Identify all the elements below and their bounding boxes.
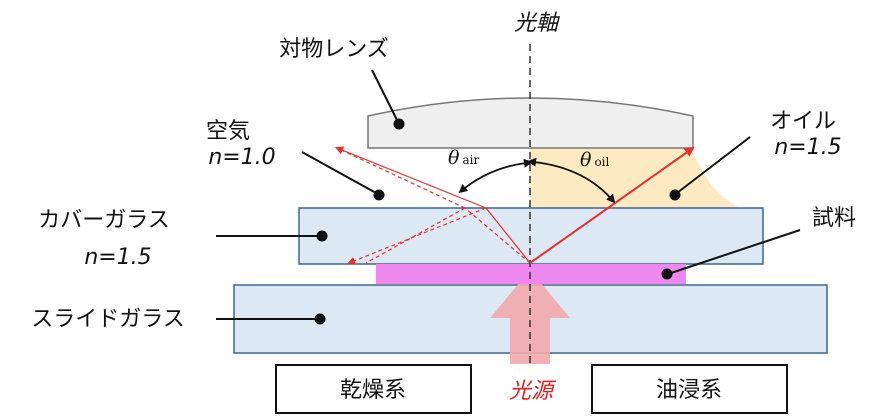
oil-label: オイル [770, 109, 836, 134]
objective-lens [367, 97, 694, 149]
cover-n-label: n=1.5 [84, 245, 151, 270]
oil-n-label: n=1.5 [774, 135, 841, 160]
leader-sample [667, 229, 801, 275]
cover-glass [298, 207, 764, 265]
oil-system-box [591, 364, 788, 414]
reflected-ray-dashed-3 [365, 207, 466, 264]
oil-system-label: 油浸系 [656, 378, 722, 403]
objective-lens-label: 対物レンズ [279, 37, 389, 62]
oil-ray [529, 146, 695, 264]
leader-objective [371, 69, 400, 125]
light-source-label: 光源 [509, 379, 557, 404]
slide-glass-label: スライドガラス [31, 307, 185, 332]
incident-ray-dry [485, 207, 531, 264]
dot-slide [314, 313, 326, 325]
oil-region [530, 148, 740, 208]
refracted-ray-dashed-up [335, 146, 466, 209]
theta-air-arc [458, 158, 533, 194]
dot-air [373, 189, 385, 201]
leader-oil [676, 136, 751, 194]
air-n-label: n=1.0 [208, 145, 275, 170]
reflected-ray-dashed-2 [464, 207, 531, 264]
dry-system-box [275, 364, 472, 414]
leader-air [301, 151, 377, 194]
sample-layer [376, 264, 686, 284]
cover-glass-label: カバーガラス [38, 208, 170, 233]
theta-oil-arc [527, 157, 616, 204]
sample-label: 試料 [812, 206, 856, 231]
dot-sample [661, 268, 673, 280]
reflected-ray-dashed-1 [347, 207, 487, 265]
air-label: 空気 [206, 119, 250, 144]
light-source-arrow [490, 270, 570, 364]
refracted-ray-air [335, 146, 487, 209]
dry-system-label: 乾燥系 [340, 378, 406, 403]
dot-objective [393, 118, 405, 130]
optical-axis-label: 光軸 [514, 11, 560, 36]
dot-oil [669, 189, 681, 201]
dot-cover [316, 230, 328, 242]
